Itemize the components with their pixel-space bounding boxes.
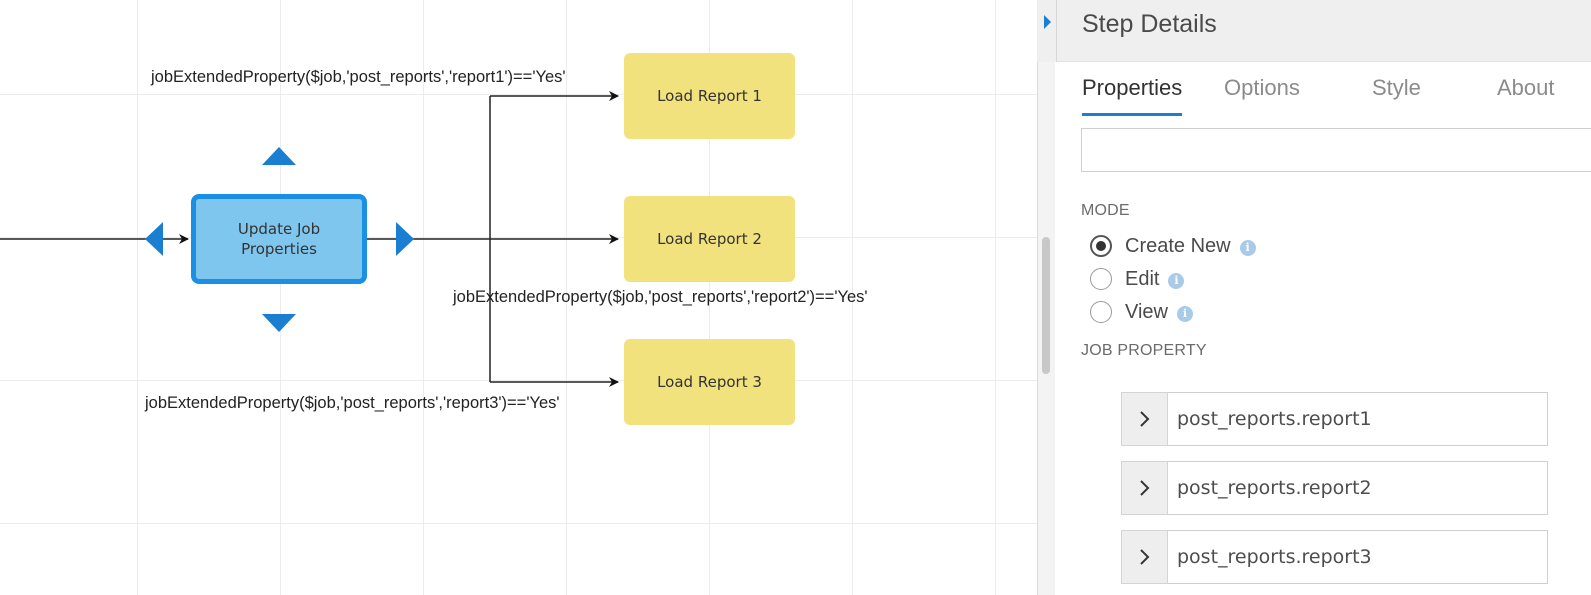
job-property-row: [1121, 392, 1548, 446]
edit-label: Edit: [1125, 267, 1160, 290]
tab-properties[interactable]: Properties: [1082, 75, 1183, 116]
edit-radio[interactable]: [1090, 268, 1112, 290]
panel-collapse-button[interactable]: [1037, 0, 1057, 62]
info-icon[interactable]: i: [1177, 305, 1193, 322]
chevron-right-icon[interactable]: [1121, 392, 1168, 446]
job-property-label: JOB PROPERTY: [1081, 342, 1207, 359]
mode-option-edit[interactable]: Edit i: [1090, 264, 1185, 294]
condition-label-1[interactable]: jobExtendedProperty($job,'post_reports',…: [151, 68, 566, 86]
mode-option-view[interactable]: View i: [1090, 297, 1193, 327]
update-job-properties-step[interactable]: Update Job Properties: [191, 194, 367, 284]
tab-about[interactable]: About: [1497, 75, 1555, 100]
condition-label-2[interactable]: jobExtendedProperty($job,'post_reports',…: [453, 288, 868, 306]
create-new-radio[interactable]: [1090, 235, 1112, 257]
tab-style[interactable]: Style: [1372, 75, 1421, 100]
mode-option-create-new[interactable]: Create New i: [1090, 231, 1256, 261]
condition-label-3[interactable]: jobExtendedProperty($job,'post_reports',…: [145, 394, 560, 412]
chevron-right-icon[interactable]: [1121, 461, 1168, 515]
collapse-arrow-icon: [1044, 15, 1051, 29]
load-report-2-step[interactable]: Load Report 2: [624, 196, 795, 282]
job-property-input-1[interactable]: [1168, 392, 1548, 446]
chevron-right-icon[interactable]: [1121, 530, 1168, 584]
job-property-input-3[interactable]: [1168, 530, 1548, 584]
job-property-row: [1121, 530, 1548, 584]
view-label: View: [1125, 300, 1168, 323]
view-radio[interactable]: [1090, 301, 1112, 323]
load-report-1-step[interactable]: Load Report 1: [624, 53, 795, 139]
job-property-input-2[interactable]: [1168, 461, 1548, 515]
step-details-panel: Step Details Properties Options Style Ab…: [1057, 0, 1591, 595]
job-property-row: [1121, 461, 1548, 515]
workflow-connectors: [0, 91, 619, 387]
handle-down-icon[interactable]: [262, 314, 296, 332]
canvas-scrollbar[interactable]: [1037, 0, 1055, 595]
scrollbar-thumb[interactable]: [1042, 237, 1050, 374]
workflow-canvas[interactable]: jobExtendedProperty($job,'post_reports',…: [0, 0, 1037, 595]
handle-up-icon[interactable]: [262, 147, 296, 165]
create-new-label: Create New: [1125, 234, 1231, 257]
panel-header: Step Details: [1057, 0, 1591, 62]
info-icon[interactable]: i: [1168, 272, 1185, 289]
load-report-3-step[interactable]: Load Report 3: [624, 339, 795, 425]
mode-label: MODE: [1081, 202, 1130, 219]
handle-right-icon[interactable]: [396, 222, 414, 256]
info-icon[interactable]: i: [1239, 239, 1256, 256]
tab-options[interactable]: Options: [1224, 75, 1300, 100]
handle-left-icon[interactable]: [145, 222, 163, 256]
step-name-input[interactable]: [1081, 128, 1591, 172]
panel-title: Step Details: [1082, 10, 1217, 38]
